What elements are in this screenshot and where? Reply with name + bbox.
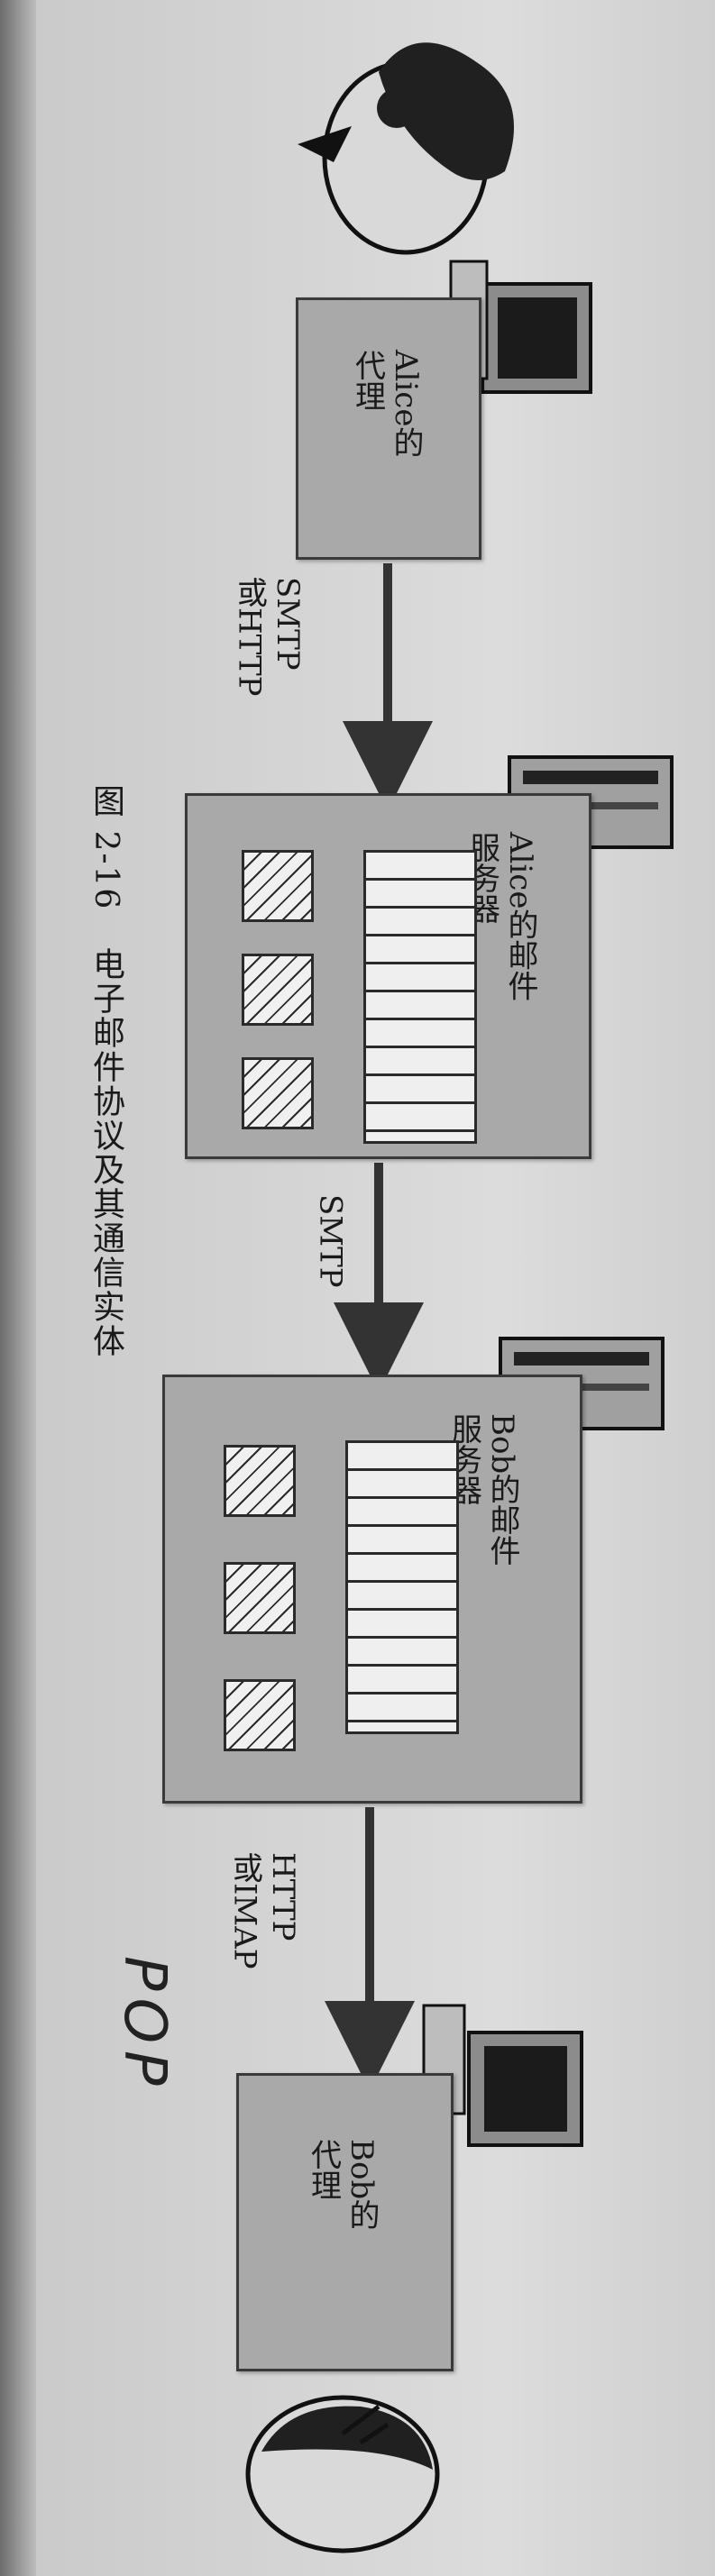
page-binding-shadow bbox=[0, 0, 36, 2576]
alice-agent-label: Alice的 代理 bbox=[349, 350, 425, 458]
alice-mailbox-2 bbox=[242, 954, 314, 1026]
bob-mailbox-1 bbox=[224, 1445, 296, 1517]
handwritten-note: POP bbox=[111, 1956, 178, 2093]
alice-server-box: Alice的邮件 服务器 bbox=[185, 793, 591, 1159]
bob-server-box: Bob的邮件 服务器 bbox=[162, 1375, 582, 1804]
alice-mailbox-1 bbox=[242, 850, 314, 922]
figure-caption: 图 2-16 电子邮件协议及其通信实体 bbox=[87, 784, 124, 1358]
protocol-label-2: SMTP bbox=[312, 1194, 349, 1288]
bob-agent-box: Bob的 代理 bbox=[236, 2073, 454, 2371]
bob-agent-label: Bob的 代理 bbox=[305, 2139, 380, 2231]
bob-mailbox-2 bbox=[224, 1562, 296, 1634]
alice-mailbox-queue bbox=[363, 850, 477, 1144]
protocol-label-1: SMTP 或HTTP bbox=[231, 577, 307, 697]
alice-agent-box: Alice的 代理 bbox=[296, 297, 481, 560]
alice-server-label: Alice的邮件 服务器 bbox=[463, 832, 539, 1001]
bob-mailbox-3 bbox=[224, 1679, 296, 1751]
protocol-label-3: HTTP 或IMAP bbox=[226, 1852, 302, 1969]
bob-mailbox-queue bbox=[345, 1440, 459, 1734]
alice-mailbox-3 bbox=[242, 1057, 314, 1129]
